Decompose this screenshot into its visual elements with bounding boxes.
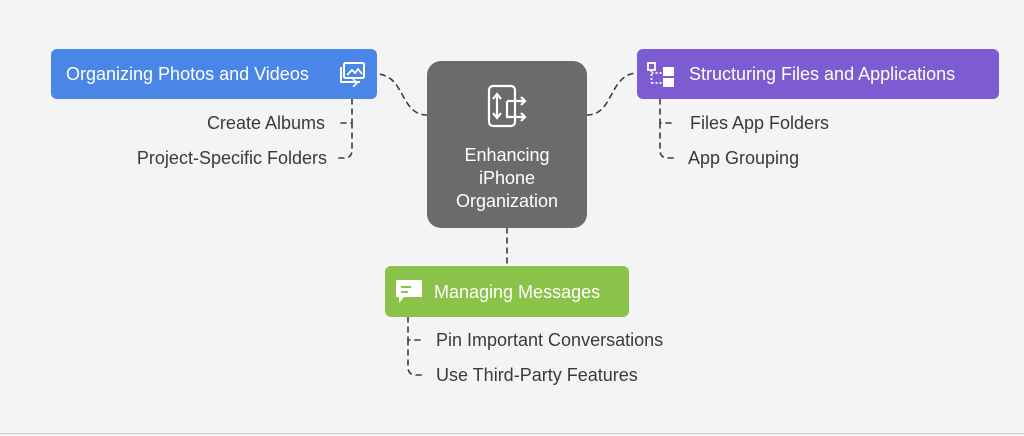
branch-node-files: Structuring Files and Applications [637,49,999,99]
leaf-files-app-folders: Files App Folders [690,113,830,133]
connector-messages-pin [407,316,425,341]
branch-node-messages: Managing Messages [385,266,629,317]
photo-gallery-icon [339,61,367,87]
center-node: Enhancing iPhone Organization [427,61,587,228]
leaf-create-albums: Create Albums [206,113,325,133]
leaf-third-party-features: Use Third-Party Features [436,365,638,385]
connector-center-photos [376,73,428,116]
branch-label-files: Structuring Files and Applications [689,64,956,84]
connector-files-folders [659,98,677,124]
leaf-pin-conversations: Pin Important Conversations [436,330,664,350]
connector-center-files [586,72,638,116]
center-title: Enhancing iPhone Organization [455,145,559,211]
leaf-project-folders: Project-Specific Folders [136,148,327,168]
connector-photos-folders [335,122,353,159]
connector-messages-thirdparty [407,339,425,376]
folder-tree-icon [646,61,678,87]
connector-photos-albums [335,98,353,124]
message-bubble-icon [394,277,424,307]
branch-label-photos: Organizing Photos and Videos [66,64,309,84]
connector-files-grouping [659,122,677,159]
leaf-app-grouping: App Grouping [688,148,800,168]
phone-arrows-icon [485,83,529,134]
branch-node-photos: Organizing Photos and Videos [51,49,377,99]
bottom-divider [0,433,1024,434]
branch-label-messages: Managing Messages [434,281,601,302]
